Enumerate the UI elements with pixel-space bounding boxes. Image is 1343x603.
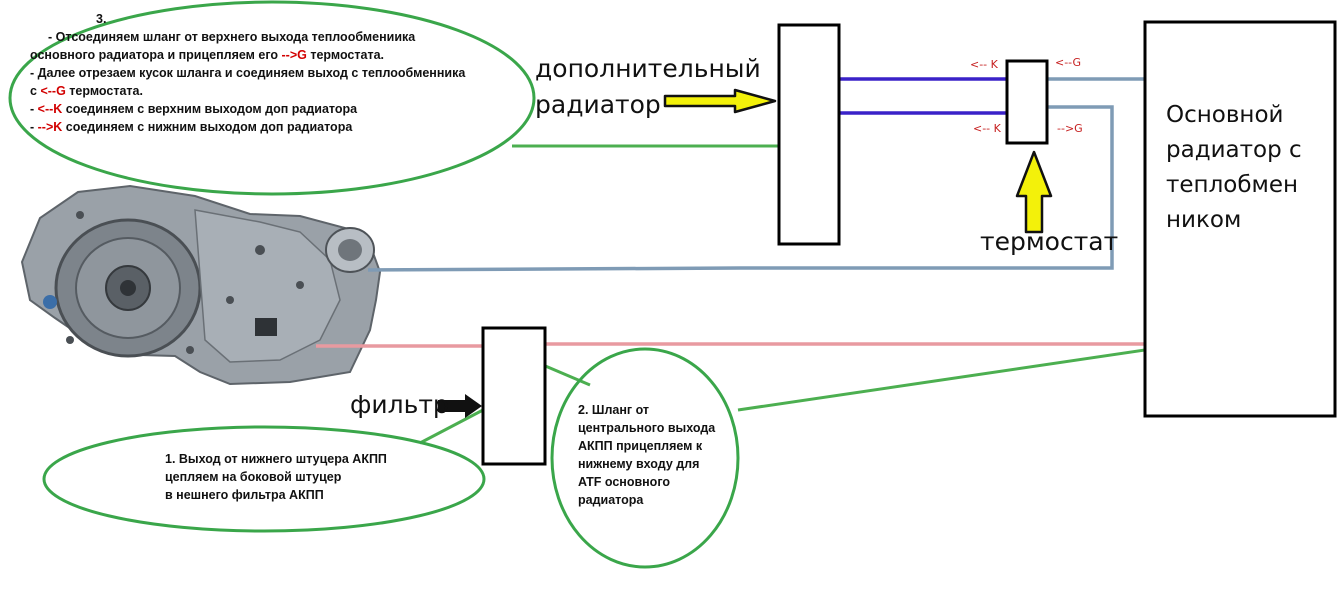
connector-line-note1-filter [419,408,484,445]
main-radiator-line3: теплобмен [1166,172,1299,198]
transmission-image [20,184,382,386]
main-radiator-line1: Основной [1166,102,1284,128]
note3-ellipse [8,0,536,196]
port-k-top: <-- K [970,58,998,71]
note1-text: 1. Выход от нижнего штуцера АКПП цепляем… [165,450,387,504]
note1-line3: в нешнего фильтра АКПП [165,488,324,502]
filter-box [481,326,547,466]
port-k-bottom: <-- K [973,122,1001,135]
main-radiator-line2: радиатор с [1166,137,1302,163]
hose-transmission-radiator [367,105,1114,272]
main-radiator-box [1143,20,1337,418]
port-g-bottom: -->G [1057,122,1083,135]
note3-line3: - Далее отрезаем кусок шланга и соединяе… [30,66,466,80]
note2-line5: ATF основного [578,475,670,489]
main-radiator-line4: ником [1166,207,1242,233]
yellow-arrow-up-icon [1015,150,1053,234]
note1-line1: 1. Выход от нижнего штуцера АКПП [165,452,387,466]
note2-line3: АКПП прицепляем к [578,439,703,453]
aux-radiator-label-line1: дополнительный [535,54,761,83]
aux-radiator-box [777,23,841,246]
note2-text: 2. Шланг от центрального выхода АКПП при… [578,401,715,509]
port-g-top: <--G [1055,56,1082,69]
black-arrow-right-icon [438,394,482,418]
aux-radiator-label-line2: радиатор [535,90,661,119]
main-radiator-label: Основной радиатор с теплобмен ником [1166,98,1302,238]
note2-line4: нижнему входу для [578,457,700,471]
note2-line6: радиатора [578,493,644,507]
filter-label: фильтр [350,390,449,419]
yellow-arrow-right-icon [663,88,777,114]
note3-line4: с <--G термостата. [30,84,143,98]
thermostat-label: термостат [980,227,1119,256]
note3-line2: основного радиатора и прицепляем его -->… [30,48,385,62]
connector-line-note2-filter [542,363,591,387]
note2-line1: 2. Шланг от [578,403,650,417]
note3-line1: - Отсоединяем шланг от верхнего выхода т… [48,30,416,44]
note3-line6: - -->K соединяем с нижним выходом доп ра… [30,120,353,134]
thermostat-box [1005,59,1049,145]
connector-line-note2-radiator [737,348,1146,412]
note3-line5: - <--K соединяем с верхним выходом доп р… [30,102,358,116]
note3-number: 3. [96,12,107,26]
note2-ellipse [550,347,740,569]
note1-ellipse [42,425,486,533]
note2-line2: центрального выхода [578,421,716,435]
note1-line2: цепляем на боковой штуцер [165,470,342,484]
note3-text: 3. - Отсоединяем шланг от верхнего выход… [30,10,465,136]
